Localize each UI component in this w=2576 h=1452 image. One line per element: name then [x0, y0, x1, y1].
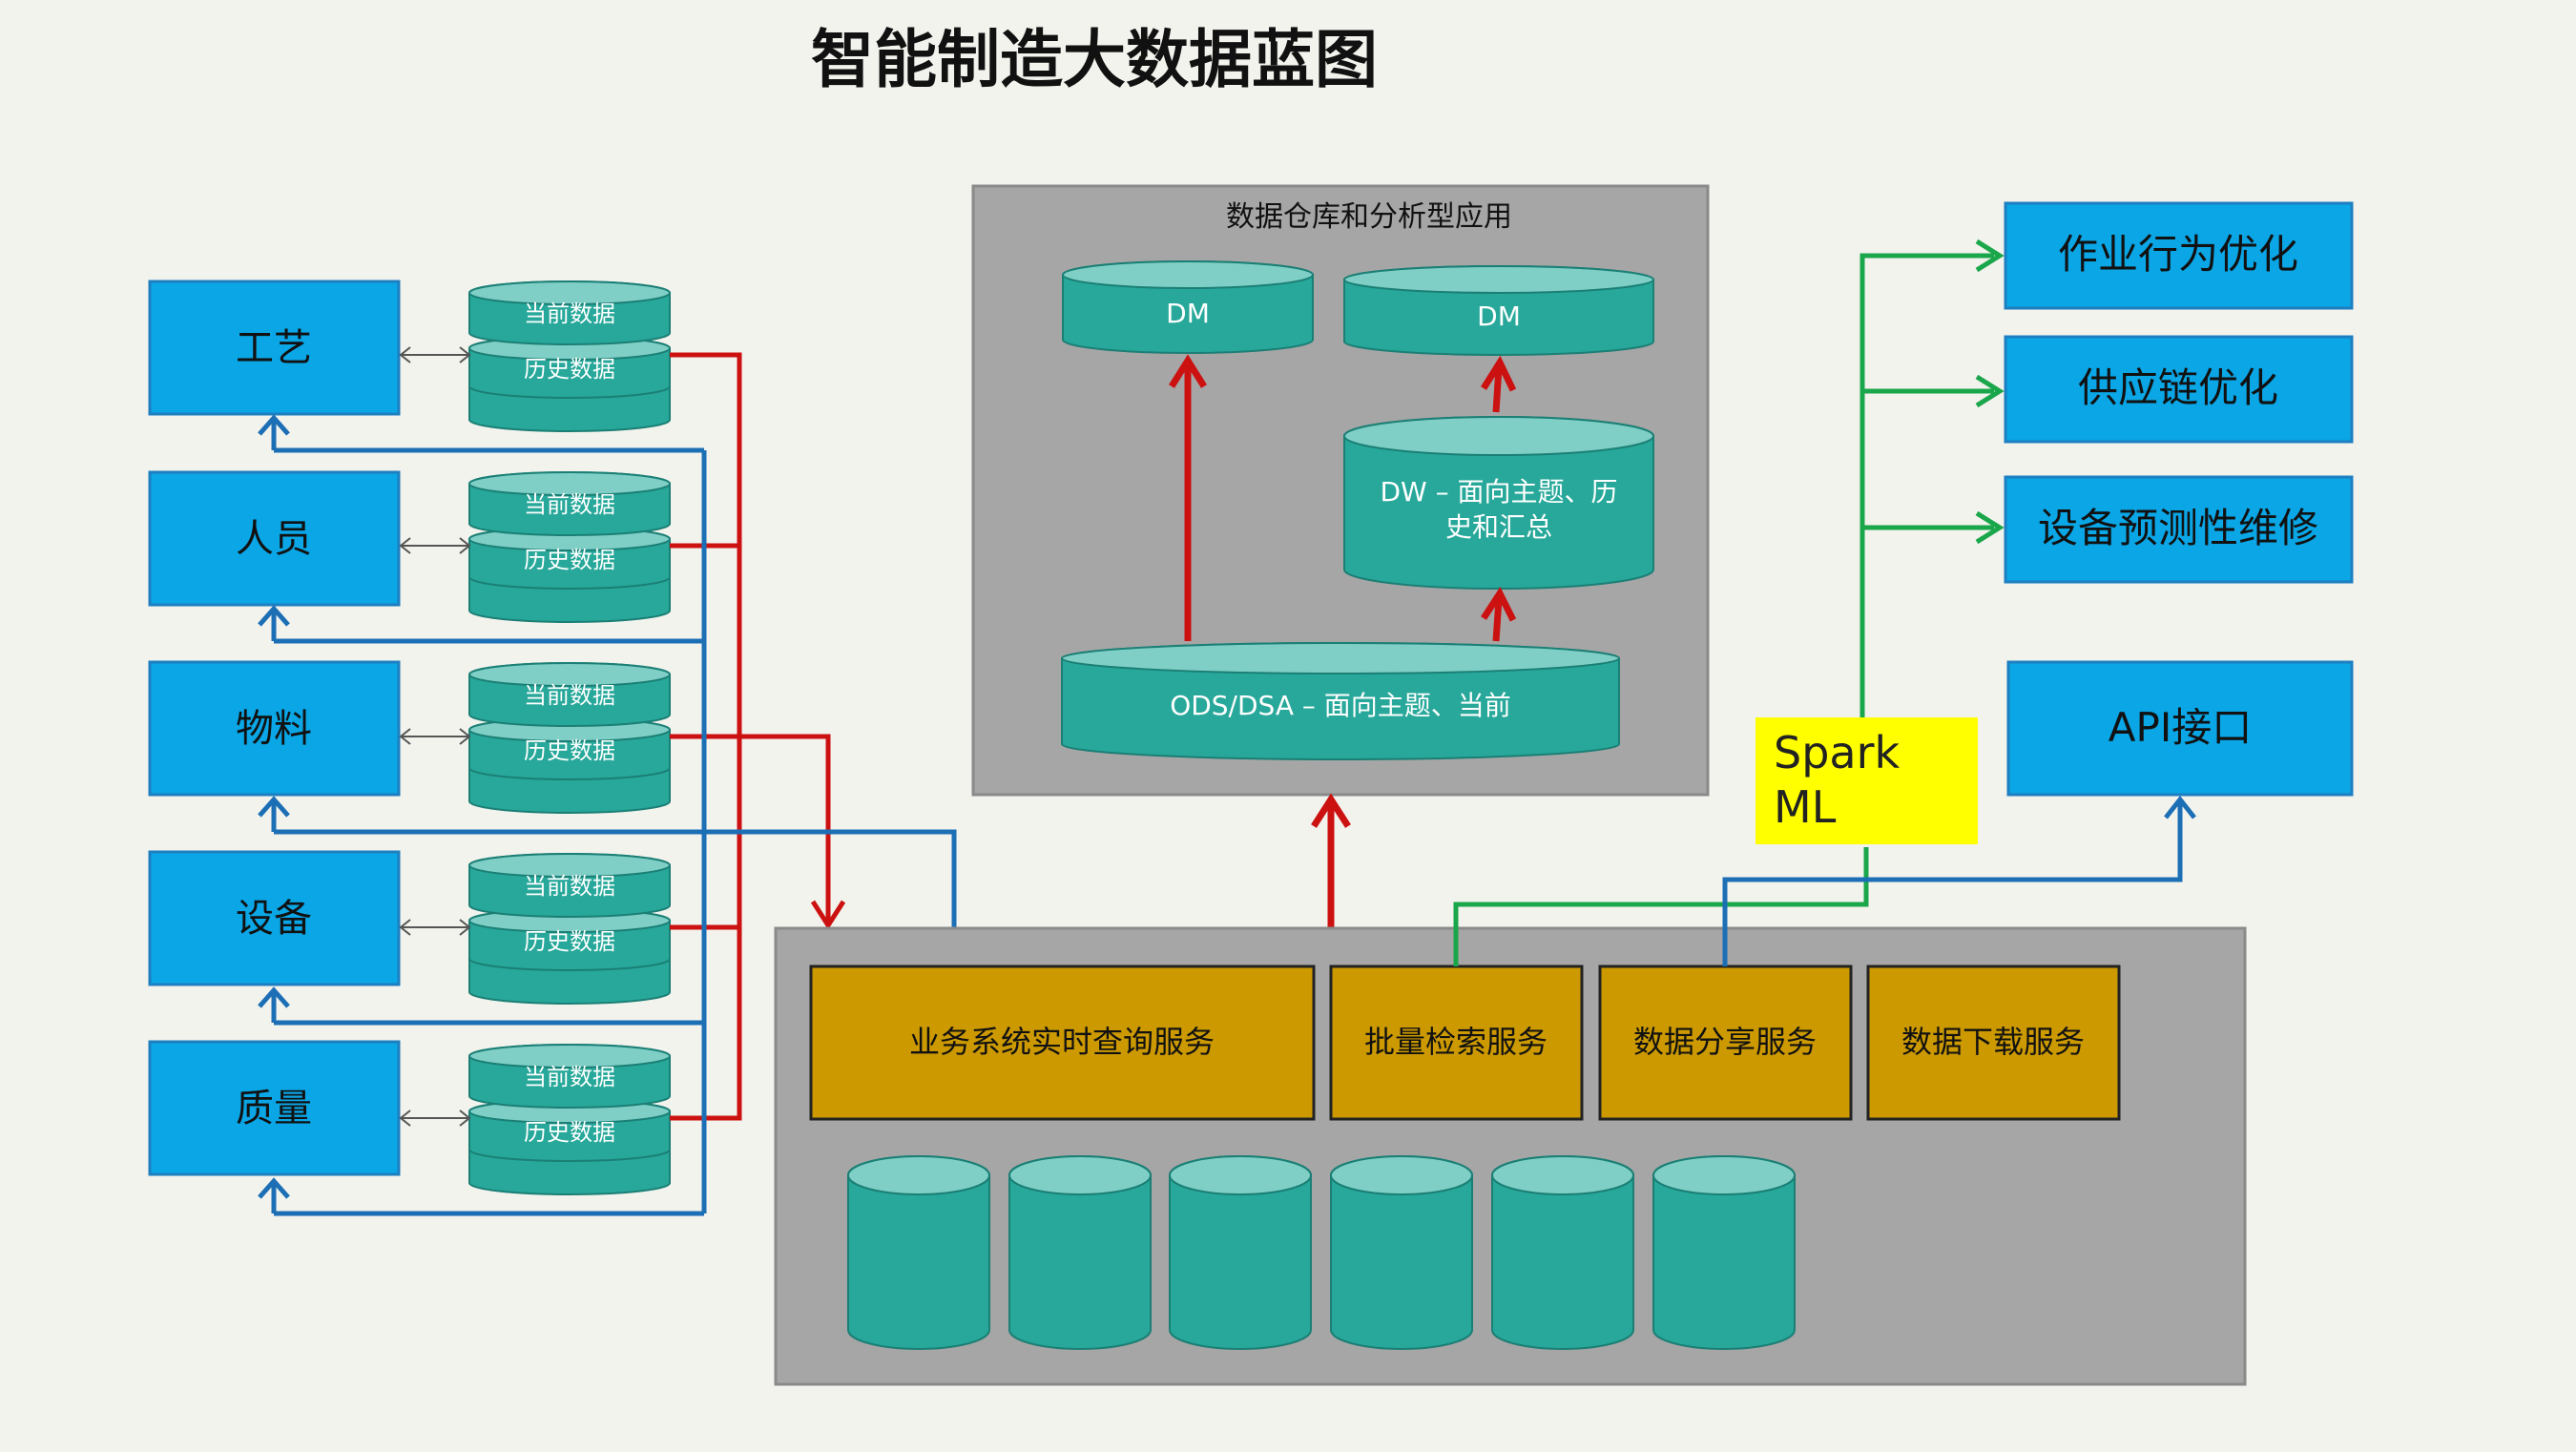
- api-flow-line: [1722, 795, 2196, 966]
- dm-cylinder-right: [1343, 265, 1654, 356]
- service-label: 数据下载服务: [1901, 1024, 2085, 1060]
- service-platform-panel: 业务系统实时查询服务 批量检索服务 数据分享服务 数据下载服务: [774, 926, 2247, 1386]
- history-data-label: 历史数据: [524, 928, 615, 955]
- query-return-lines: [258, 414, 957, 1216]
- db-current-cylinder: [468, 471, 671, 536]
- dm-cylinder-body: [1343, 265, 1654, 356]
- storage-cylinder: [1491, 1155, 1634, 1350]
- spark-ml-box[interactable]: Spark ML: [1755, 717, 1978, 844]
- ods-label: ODS/DSA – 面向主题、当前: [1170, 690, 1511, 721]
- db-current-cylinder: [468, 280, 671, 345]
- source-label: 物料: [236, 707, 312, 751]
- ods-cylinder-body: [1061, 642, 1620, 760]
- dw-label-line2: 史和汇总: [1445, 511, 1552, 543]
- service-box[interactable]: 业务系统实时查询服务: [809, 965, 1316, 1121]
- history-data-label: 历史数据: [524, 1119, 615, 1146]
- storage-cylinder: [1330, 1155, 1473, 1350]
- page-title: 智能制造大数据蓝图: [811, 23, 1378, 96]
- storage-cylinders: [847, 1155, 1796, 1350]
- service-label: 批量检索服务: [1364, 1024, 1548, 1060]
- current-data-label: 当前数据: [524, 1064, 615, 1090]
- source-box-process: 工艺: [148, 280, 401, 416]
- dm-cylinder-left: [1062, 260, 1314, 354]
- app-label: 作业行为优化: [2058, 231, 2298, 278]
- dm-cylinder-body: [1062, 260, 1314, 354]
- ods-cylinder: [1061, 642, 1620, 760]
- warehouse-title: 数据仓库和分析型应用: [1226, 200, 1512, 234]
- api-box[interactable]: API接口: [2006, 660, 2354, 797]
- dw-label-line1: DW – 面向主题、历: [1380, 476, 1617, 508]
- history-data-label: 历史数据: [524, 356, 615, 383]
- spark-label-line1: Spark: [1774, 727, 1900, 778]
- app-box-supply-chain-optimization[interactable]: 供应链优化: [2004, 335, 2354, 444]
- app-box-operation-optimization[interactable]: 作业行为优化: [2004, 201, 2354, 310]
- spark-label-line2: ML: [1774, 781, 1837, 833]
- warehouse-red-arrows: [1169, 354, 1517, 642]
- dw-cylinder-body: [1343, 416, 1654, 590]
- service-box[interactable]: 数据分享服务: [1598, 965, 1853, 1121]
- dm-right-label: DM: [1477, 301, 1521, 332]
- dw-cylinder: [1343, 416, 1654, 590]
- service-box[interactable]: 数据下载服务: [1866, 965, 2121, 1121]
- source-box-equipment: 设备: [148, 850, 401, 986]
- source-box-material: 物料: [148, 660, 401, 797]
- storage-cylinder: [1652, 1155, 1796, 1350]
- storage-cylinder: [1008, 1155, 1152, 1350]
- current-data-label: 当前数据: [524, 491, 615, 518]
- db-current-cylinder: [468, 662, 671, 727]
- api-label: API接口: [2109, 704, 2252, 751]
- source-label: 工艺: [236, 326, 312, 370]
- green-flow-lines: [1453, 239, 2005, 966]
- current-data-label: 当前数据: [524, 301, 615, 327]
- source-box-quality: 质量: [148, 1040, 401, 1176]
- service-box[interactable]: 批量检索服务: [1329, 965, 1584, 1121]
- source-box-personnel: 人员: [148, 470, 401, 607]
- bidirectional-arrows: [399, 346, 471, 1127]
- db-current-cylinder: [468, 1044, 671, 1109]
- service-label: 数据分享服务: [1633, 1024, 1817, 1060]
- app-box-predictive-maintenance[interactable]: 设备预测性维修: [2004, 475, 2354, 584]
- source-label: 人员: [236, 517, 312, 561]
- history-data-label: 历史数据: [524, 547, 615, 573]
- app-label: 供应链优化: [2078, 364, 2278, 411]
- source-label: 设备: [236, 897, 312, 941]
- db-current-cylinder: [468, 853, 671, 918]
- history-data-label: 历史数据: [524, 737, 615, 764]
- app-label: 设备预测性维修: [2038, 505, 2318, 551]
- current-data-label: 当前数据: [524, 682, 615, 709]
- storage-cylinder: [847, 1155, 990, 1350]
- data-warehouse-panel: 数据仓库和分析型应用 DM DM DW – 面向主题、历 史和汇总 ODS/DS…: [971, 184, 1710, 797]
- current-data-label: 当前数据: [524, 873, 615, 900]
- dm-left-label: DM: [1166, 298, 1210, 329]
- service-label: 业务系统实时查询服务: [909, 1024, 1215, 1060]
- source-label: 质量: [236, 1087, 312, 1130]
- storage-cylinder: [1169, 1155, 1312, 1350]
- service-to-warehouse-arrow: [1311, 793, 1351, 927]
